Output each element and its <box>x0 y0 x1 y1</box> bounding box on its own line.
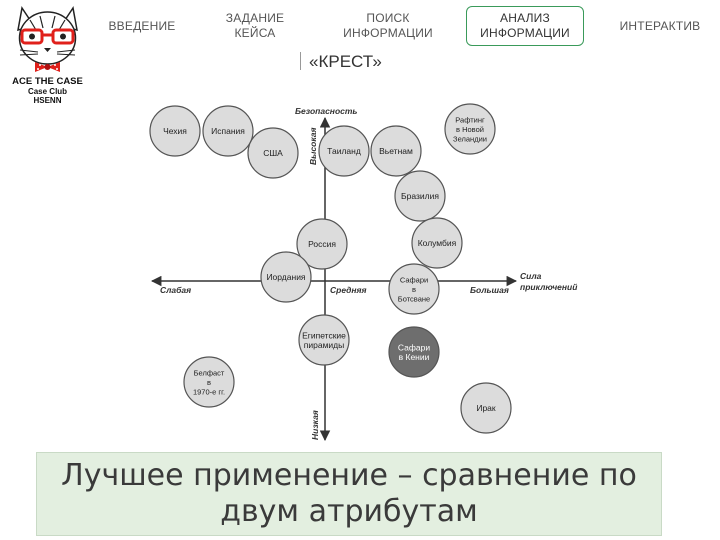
conclusion-banner: Лучшее применение – сравнение по двум ат… <box>36 452 662 536</box>
diagram-node-circle <box>388 263 440 315</box>
page-title: «КРЕСТ» <box>300 52 382 72</box>
x-axis-label-2: приключений <box>520 282 578 292</box>
x-low-label: Слабая <box>160 285 191 295</box>
diagram-node-label: Чехия <box>163 126 187 136</box>
diagram-node-circle <box>183 356 235 408</box>
diagram-node: Чехия <box>149 105 201 157</box>
nav-interactive[interactable]: ИНТЕРАКТИВ <box>619 18 701 33</box>
diagram-node-circle <box>202 105 254 157</box>
y-axis-label: Безопасность <box>295 106 357 116</box>
ace-the-case-logo: ACE THE CASE Case Club HSENN <box>12 6 83 105</box>
diagram-node-circle <box>318 125 370 177</box>
diagram-node-circle <box>394 170 446 222</box>
logo-line-3: HSENN <box>33 96 61 105</box>
diagram-node: США <box>247 127 299 179</box>
diagram-node: Таиланд <box>318 125 370 177</box>
nav-info-search[interactable]: ПОИСК ИНФОРМАЦИИ <box>343 11 433 40</box>
diagram-node: Бразилия <box>394 170 446 222</box>
conclusion-text: Лучшее применение – сравнение по двум ат… <box>61 458 637 529</box>
diagram-node-label: Бразилия <box>401 191 439 201</box>
title-divider <box>300 52 301 70</box>
diagram-node-label: Ирак <box>476 403 496 413</box>
diagram-node-label: Россия <box>308 239 336 249</box>
diagram-node-label: США <box>263 148 283 158</box>
diagram-node-circle <box>247 127 299 179</box>
nav-case-task[interactable]: ЗАДАНИЕ КЕЙСА <box>225 11 285 40</box>
diagram-node-label: Испания <box>211 126 245 136</box>
diagram-node: Россия <box>296 218 348 270</box>
nav-info-analysis[interactable]: АНАЛИЗ ИНФОРМАЦИИ <box>466 6 584 46</box>
diagram-node: Колумбия <box>411 217 463 269</box>
diagram-node: Ирак <box>460 382 512 434</box>
x-axis-label-1: Сила <box>520 271 542 281</box>
diagram-node-circle <box>444 103 496 155</box>
logo-line-1: ACE THE CASE <box>12 76 83 87</box>
diagram-node: Испания <box>202 105 254 157</box>
y-low-label: Низкая <box>310 410 320 440</box>
diagram-node-circle <box>370 125 422 177</box>
x-mid-label: Средняя <box>330 285 367 295</box>
diagram-node-circle <box>296 218 348 270</box>
diagram-node: Иордания <box>260 251 312 303</box>
y-high-label: Высокая <box>308 128 318 165</box>
diagram-node-label: Колумбия <box>418 238 457 248</box>
logo-line-2: Case Club <box>28 87 67 96</box>
diagram-node-circle <box>149 105 201 157</box>
page-title-text: «КРЕСТ» <box>309 52 382 71</box>
diagram-node-label: Таиланд <box>327 146 361 156</box>
diagram-node-circle <box>298 314 350 366</box>
diagram-node-circle <box>388 326 440 378</box>
diagram-node-circle <box>260 251 312 303</box>
diagram-node: Вьетнам <box>370 125 422 177</box>
cat-icon <box>17 6 78 72</box>
x-high-label: Большая <box>470 285 509 295</box>
diagram-node-label: Вьетнам <box>379 146 413 156</box>
diagram-node-label: Иордания <box>266 272 305 282</box>
diagram-node-circle <box>411 217 463 269</box>
nav-intro[interactable]: ВВЕДЕНИЕ <box>108 18 176 33</box>
diagram-node-circle <box>460 382 512 434</box>
